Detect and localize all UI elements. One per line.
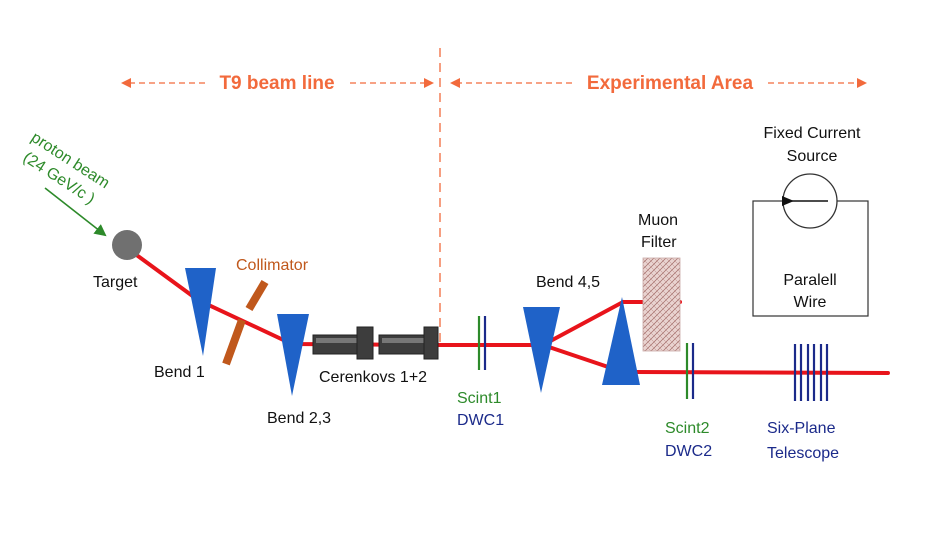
- fixed-current-label-1: Fixed Current: [764, 125, 861, 142]
- collimator-lower: [222, 318, 246, 366]
- six-plane-label-1: Six-Plane: [767, 420, 836, 437]
- t9-header: T9 beam line: [219, 73, 334, 94]
- parallel-wire-label-2: Wire: [794, 294, 827, 311]
- cerenkov-counters: [312, 326, 439, 360]
- analysis-magnet: [602, 297, 640, 385]
- muon-filter: [642, 257, 681, 352]
- scint1-label: Scint1: [457, 390, 502, 407]
- parallel-wire-label-1: Paralell: [783, 272, 836, 289]
- target: [112, 230, 142, 260]
- scint2-label: Scint2: [665, 420, 710, 437]
- bend-4-5-label: Bend 4,5: [536, 274, 600, 291]
- bend-4-5-magnet: [523, 307, 560, 393]
- dwc2-label: DWC2: [665, 443, 712, 460]
- fixed-current-label-2: Source: [787, 148, 838, 165]
- bend-1-label: Bend 1: [154, 364, 205, 381]
- collimator-upper: [245, 279, 269, 312]
- six-plane-label-2: Telescope: [767, 445, 839, 462]
- bend-1-magnet: [185, 268, 216, 356]
- target-label: Target: [93, 274, 138, 291]
- collimator-label: Collimator: [236, 257, 309, 274]
- bend-2-3-magnet: [277, 314, 309, 396]
- six-plane-telescope: [793, 344, 829, 401]
- proton-beam-arrow: [44, 187, 107, 237]
- muon-filter-label-1: Muon: [638, 212, 678, 229]
- cerenkovs-label: Cerenkovs 1+2: [319, 369, 427, 386]
- experimental-area-header: Experimental Area: [587, 73, 754, 94]
- bend-2-3-label: Bend 2,3: [267, 410, 331, 427]
- dwc1-label: DWC1: [457, 412, 504, 429]
- muon-filter-label-2: Filter: [641, 234, 677, 251]
